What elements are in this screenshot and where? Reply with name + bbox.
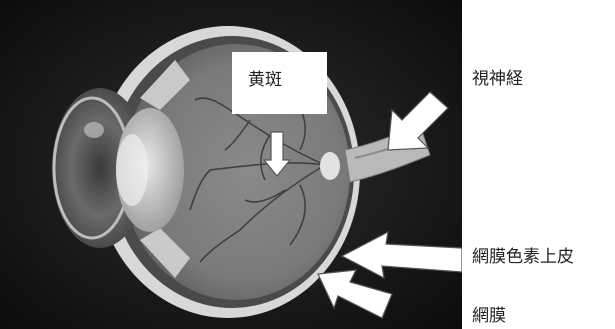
eye-cross-section-illustration: [0, 0, 462, 329]
pupil-highlight: [84, 122, 104, 138]
retina-label: 網膜: [472, 306, 506, 326]
lens-front: [116, 134, 148, 206]
optic-disc: [320, 152, 340, 180]
rpe-label: 網膜色素上皮: [472, 247, 574, 267]
macula-label: 黄斑: [248, 70, 282, 90]
optic-nerve-label: 視神経: [472, 69, 523, 89]
